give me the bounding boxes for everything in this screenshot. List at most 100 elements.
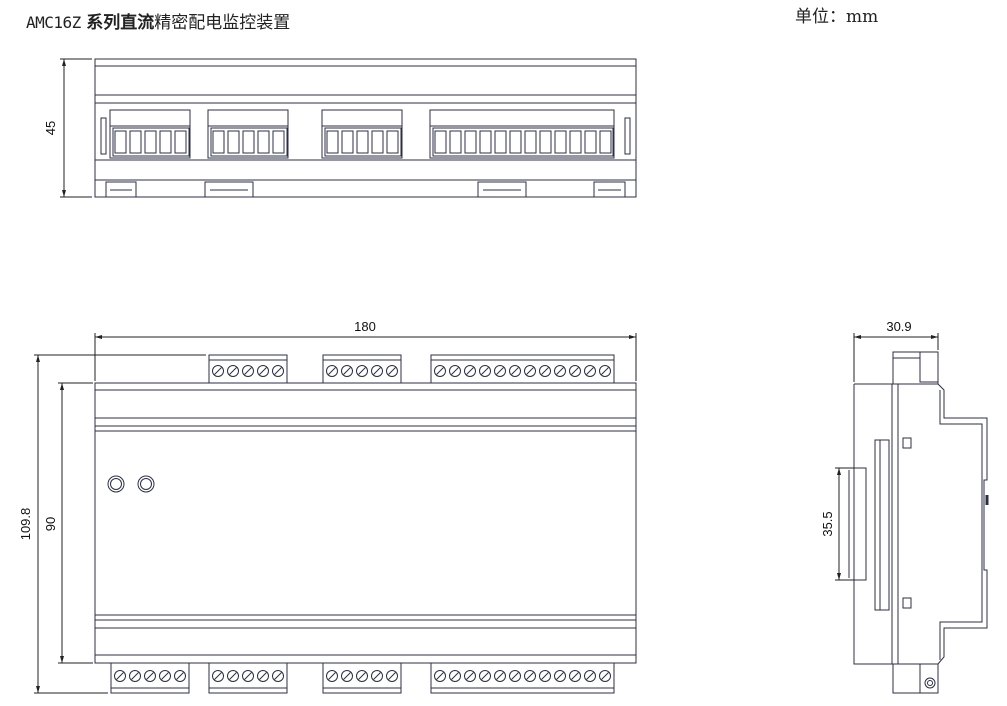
terminal-screw [144, 670, 156, 682]
terminal-cell [159, 130, 172, 154]
terminal-cell [464, 130, 477, 154]
terminal-cell [212, 130, 225, 154]
terminal-screw [569, 365, 581, 377]
terminal-cell [227, 130, 240, 154]
terminal-screw [114, 670, 126, 682]
terminal-screw [434, 365, 446, 377]
terminal-cell [599, 130, 612, 154]
side-view [848, 351, 989, 694]
terminal-cell [524, 130, 537, 154]
dim-front-total-height-label: 109.8 [18, 508, 33, 541]
terminal-screw [449, 365, 461, 377]
terminal-cell [144, 130, 157, 154]
dim-front-body-height-label: 90 [43, 517, 58, 531]
top-view-body [94, 58, 637, 198]
terminal-screw [584, 365, 596, 377]
dim-top-height-label: 45 [43, 121, 58, 135]
front-view-body [94, 382, 637, 664]
terminal-screw [272, 670, 284, 682]
front-bottom-terminal-block-3 [322, 662, 402, 694]
terminal-screw [509, 365, 521, 377]
dim-front-width-label: 180 [354, 319, 376, 334]
dim-side-rail [835, 467, 854, 581]
terminal-screw [212, 670, 224, 682]
indicator-led-2 [137, 475, 155, 493]
terminal-cell [114, 130, 127, 154]
terminal-cell [494, 130, 507, 154]
front-bottom-terminal-block-1 [110, 662, 190, 694]
terminal-screw [257, 670, 269, 682]
dim-side-depth-label: 30.9 [886, 319, 911, 334]
title-product: 精密配电监控装置 [154, 13, 291, 33]
terminal-cell [509, 130, 522, 154]
terminal-cell [257, 130, 270, 154]
terminal-screw [479, 365, 491, 377]
model-code: AMC16Z [26, 13, 81, 32]
front-top-terminal-block-1 [208, 354, 288, 384]
terminal-screw [509, 670, 521, 682]
unit-label-text: 单位： [795, 7, 846, 27]
terminal-cell [584, 130, 597, 154]
terminal-screw [326, 670, 338, 682]
terminal-screw [227, 670, 239, 682]
front-view [94, 354, 637, 694]
drawing-title: AMC16Z 系列直流精密配电监控装置 [26, 8, 290, 33]
terminal-cell [326, 130, 339, 154]
terminal-screw [212, 365, 224, 377]
terminal-cell [554, 130, 567, 154]
terminal-screw [159, 670, 171, 682]
title-series: 系列直流 [86, 13, 155, 33]
top-terminal-block-3 [321, 109, 403, 159]
top-terminal-block-2 [207, 109, 289, 159]
terminal-screw [356, 670, 368, 682]
terminal-cell [371, 130, 384, 154]
top-din-clip-4 [593, 181, 626, 197]
top-din-clip-3 [477, 181, 527, 197]
terminal-screw [341, 365, 353, 377]
terminal-cell [386, 130, 399, 154]
dim-front-width [94, 333, 637, 381]
terminal-screw [242, 670, 254, 682]
dim-side-rail-label: 35.5 [820, 511, 835, 536]
terminal-cell [356, 130, 369, 154]
terminal-cell [539, 130, 552, 154]
terminal-screw [326, 365, 338, 377]
indicator-led-1 [107, 475, 125, 493]
terminal-screw [524, 365, 536, 377]
terminal-screw [341, 670, 353, 682]
front-top-terminal-block-3 [430, 354, 615, 384]
terminal-screw [386, 670, 398, 682]
top-terminal-block-4 [429, 109, 615, 159]
terminal-cell [434, 130, 447, 154]
terminal-screw [464, 365, 476, 377]
terminal-screw [434, 670, 446, 682]
terminal-screw [539, 670, 551, 682]
top-din-clip-1 [105, 181, 137, 197]
terminal-cell [341, 130, 354, 154]
terminal-screw [356, 365, 368, 377]
terminal-screw [449, 670, 461, 682]
dim-side-depth [853, 333, 939, 382]
terminal-screw [174, 670, 186, 682]
terminal-screw [227, 365, 239, 377]
top-din-clip-2 [204, 181, 254, 197]
terminal-screw [494, 670, 506, 682]
terminal-cell [242, 130, 255, 154]
terminal-screw [494, 365, 506, 377]
dim-front-body-height [58, 382, 93, 664]
terminal-screw [554, 365, 566, 377]
terminal-screw [599, 365, 611, 377]
terminal-cell [569, 130, 582, 154]
terminal-screw [599, 670, 611, 682]
terminal-screw [386, 365, 398, 377]
terminal-cell [174, 130, 187, 154]
terminal-cell [272, 130, 285, 154]
unit-value: mm [846, 7, 879, 27]
top-view [94, 58, 637, 198]
terminal-screw [257, 365, 269, 377]
terminal-screw [554, 670, 566, 682]
terminal-screw [464, 670, 476, 682]
terminal-screw [242, 365, 254, 377]
terminal-screw [272, 365, 284, 377]
